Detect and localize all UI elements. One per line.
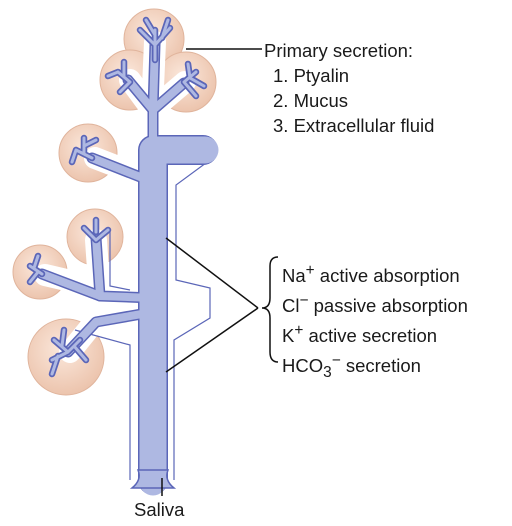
transport-brace (261, 256, 279, 363)
na-absorption: Na+ active absorption (282, 262, 460, 287)
duct-transport-list: Na+ active absorption Cl− passive absorp… (282, 258, 468, 385)
primary-item-ptyalin: 1. Ptyalin (273, 65, 350, 86)
primary-secretion-list: 1. Ptyalin 2. Mucus 3. Extracellular flu… (273, 63, 434, 138)
primary-item-mucus: 2. Mucus (273, 90, 349, 111)
hco3-secretion: HCO3− secretion (282, 352, 421, 382)
k-secretion: K+ active secretion (282, 322, 438, 347)
primary-secretion-title: Primary secretion: (264, 40, 414, 61)
cl-absorption: Cl− passive absorption (282, 292, 468, 317)
transport-leader-upper (165, 237, 259, 309)
leader-lines (161, 48, 279, 496)
ductules-lumen (28, 18, 206, 376)
saliva-label: Saliva (134, 499, 185, 520)
primary-item-fluid: 3. Extracellular fluid (273, 115, 435, 136)
transport-leader-lower (165, 307, 259, 373)
duct-outlet (129, 469, 177, 489)
